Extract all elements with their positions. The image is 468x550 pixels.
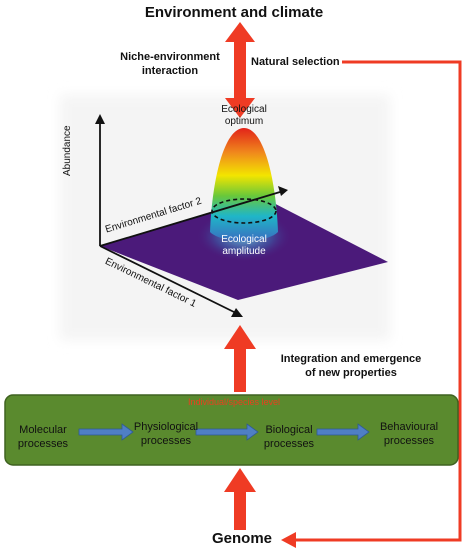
process-physiological-line1: Physiological bbox=[133, 421, 199, 433]
process-molecular-line2: processes bbox=[17, 438, 69, 450]
ecological-amplitude-label: Ecological amplitude bbox=[221, 234, 267, 257]
top-label: Environment and climate bbox=[144, 4, 324, 21]
niche-double-arrow bbox=[225, 22, 255, 118]
integration-label: Integration and emergence of new propert… bbox=[280, 353, 422, 379]
niche-interaction-label: Niche-environment interaction bbox=[120, 51, 220, 77]
natural-selection-arrow bbox=[294, 60, 462, 542]
process-arrows bbox=[78, 423, 370, 441]
factor1-axis-head bbox=[231, 308, 243, 317]
amplitude-ring bbox=[211, 198, 277, 224]
abundance-axis-label: Abundance bbox=[62, 125, 73, 176]
process-behavioural-line2: processes bbox=[383, 435, 435, 447]
abundance-axis-head bbox=[95, 114, 105, 124]
natural-selection-arrowhead bbox=[281, 532, 296, 548]
process-behavioural-line1: Behavioural bbox=[379, 421, 439, 433]
process-biological: Biological processes bbox=[255, 423, 323, 451]
genome-label: Genome bbox=[212, 530, 273, 547]
genome-up-arrow bbox=[224, 468, 256, 530]
abundance-peak bbox=[210, 128, 278, 241]
process-molecular: Molecular processes bbox=[8, 423, 78, 451]
level-box-title: Individual/species level bbox=[187, 397, 281, 407]
process-biological-line1: Biological bbox=[265, 424, 313, 436]
process-physiological: Physiological processes bbox=[128, 420, 204, 448]
ecological-optimum-label: Ecological optimum bbox=[221, 104, 267, 127]
plot-axes bbox=[99, 120, 281, 314]
process-biological-line2: processes bbox=[263, 438, 315, 450]
process-behavioural: Behavioural processes bbox=[368, 420, 450, 448]
process-physiological-line2: processes bbox=[140, 435, 192, 447]
integration-arrow bbox=[224, 325, 256, 392]
factor2-axis-head bbox=[278, 186, 288, 196]
process-molecular-line1: Molecular bbox=[19, 424, 67, 436]
natural-selection-label: Natural selection bbox=[251, 56, 340, 68]
